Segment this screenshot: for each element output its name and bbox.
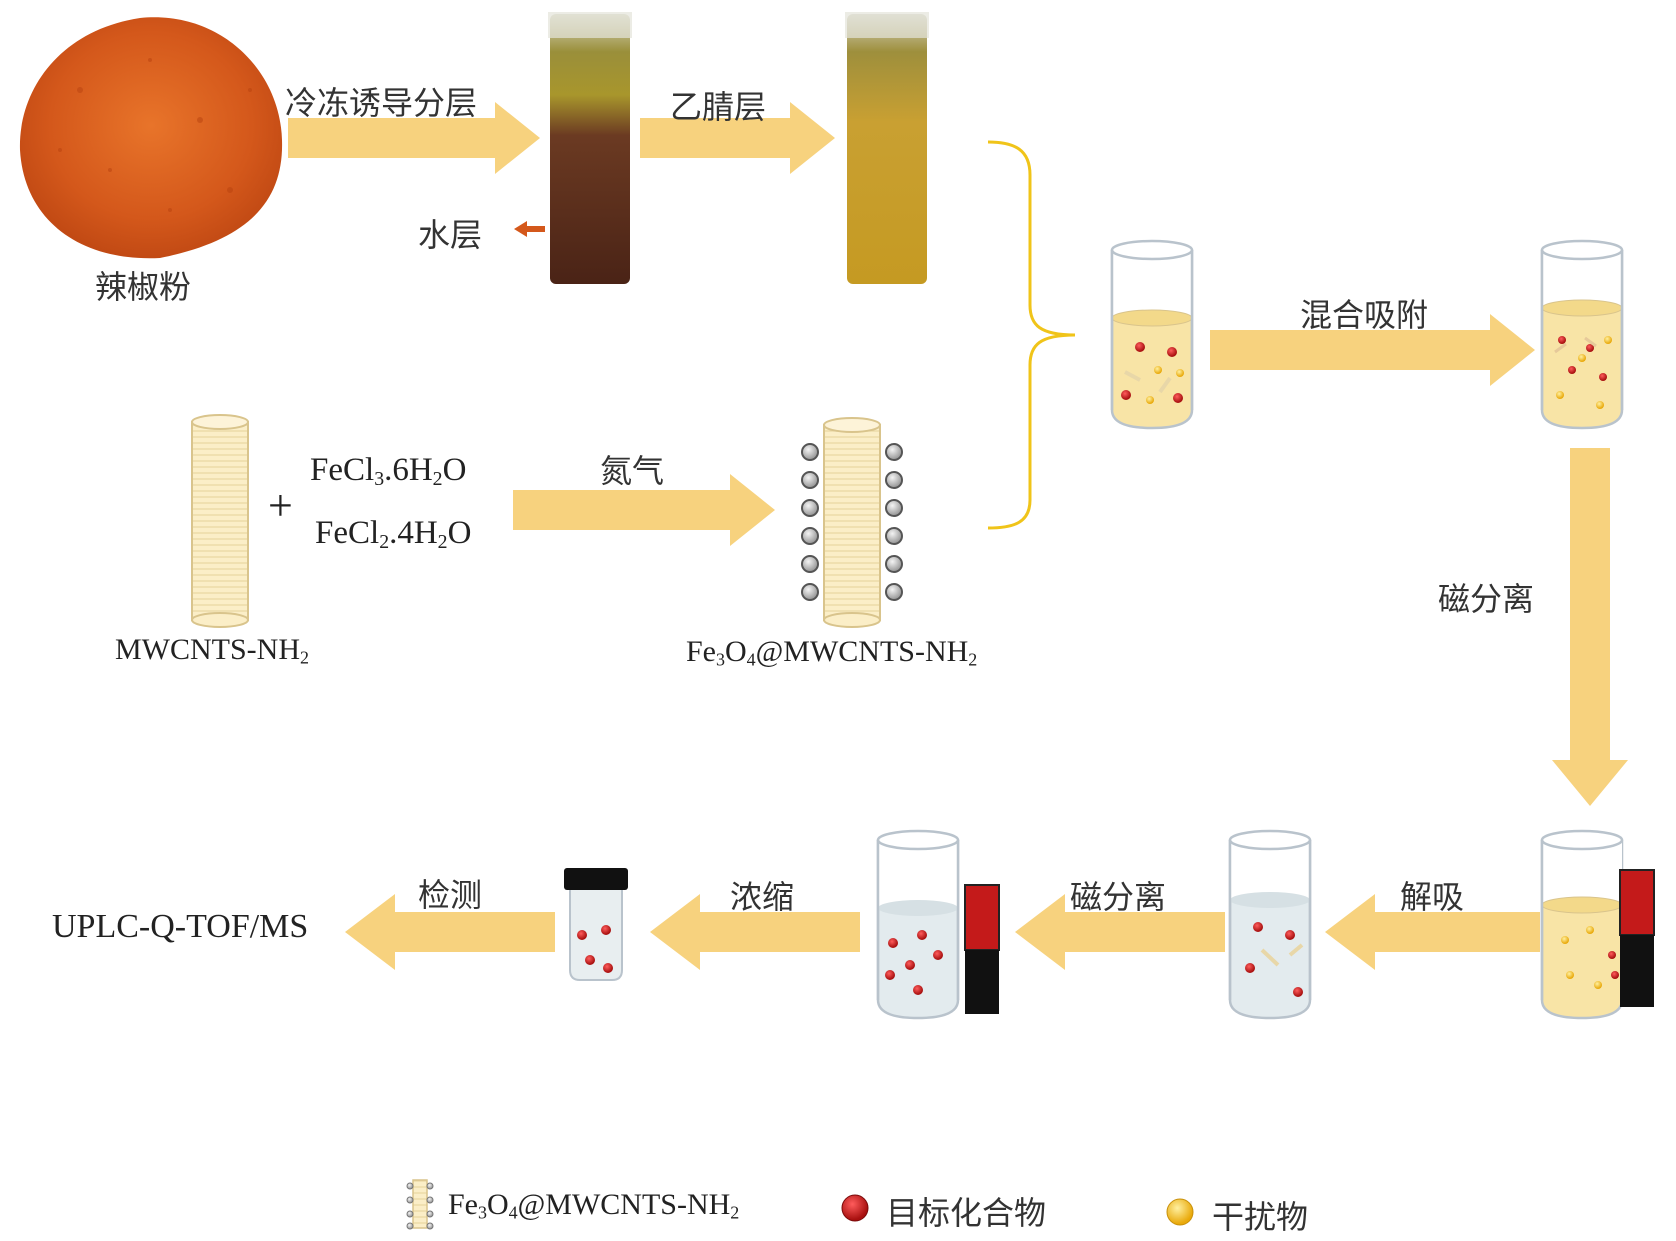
label-mag-sep-1: 磁分离: [1438, 580, 1535, 618]
label-reagent-fecl3: FeCl3.6H2O: [310, 452, 467, 490]
label-acetonitrile: 乙腈层: [670, 88, 767, 126]
legend-composite-icon: [406, 1179, 434, 1230]
arrow-detect: [345, 894, 555, 970]
mwcnt-tube: [191, 414, 249, 628]
label-mix-adsorb: 混合吸附: [1300, 296, 1429, 334]
legend-interferent-label: 干扰物: [1212, 1198, 1309, 1236]
beaker-magnet-desorb: [1540, 829, 1655, 1020]
arrow-concentrate: [650, 894, 860, 970]
arrow-mag-sep-2: [1015, 894, 1225, 970]
magnet: [1619, 869, 1655, 936]
sample-vial: [564, 868, 628, 981]
fe3o4-mwcnt-composite: [801, 417, 903, 628]
label-freeze: 冷冻诱导分层: [285, 84, 478, 122]
magnet: [964, 884, 1000, 951]
legend-composite-label: Fe3O4@MWCNTS-NH2: [448, 1188, 740, 1223]
arrow-mag-sep-down: [1552, 448, 1628, 806]
arrow-mix-adsorb: [1210, 314, 1535, 386]
plus-sign: +: [268, 481, 293, 530]
beaker-magnet-separated: [876, 829, 1000, 1020]
merge-bracket: [987, 140, 1076, 530]
chili-powder-image: [19, 17, 283, 259]
label-mwcnts-nh2: MWCNTS-NH2: [115, 633, 309, 668]
legend-target-label: 目标化合物: [886, 1194, 1047, 1232]
acetonitrile-tube-photo: [847, 14, 927, 284]
arrow-water-layer: [514, 221, 545, 237]
beaker-mixture: [1110, 239, 1194, 430]
label-nitrogen: 氮气: [600, 452, 665, 490]
arrow-freeze: [288, 102, 540, 174]
layered-tube-photo: [550, 14, 630, 284]
label-instrument: UPLC-Q-TOF/MS: [52, 908, 309, 945]
label-pepper: 辣椒粉: [95, 268, 192, 306]
arrow-desorb: [1325, 894, 1540, 970]
legend-interferent-icon: [1166, 1198, 1194, 1226]
label-fe3o4-mwcnts-nh2: Fe3O4@MWCNTS-NH2: [686, 635, 978, 670]
label-water-layer: 水层: [418, 216, 483, 254]
label-detect: 检测: [418, 876, 483, 914]
legend-target-icon: [841, 1194, 869, 1222]
label-reagent-fecl2: FeCl2.4H2O: [315, 515, 472, 553]
label-mag-sep-2: 磁分离: [1070, 878, 1167, 916]
beaker-adsorbed: [1540, 239, 1624, 430]
arrow-nitrogen: [513, 474, 775, 546]
beaker-desorbed: [1228, 829, 1312, 1020]
label-desorb: 解吸: [1400, 878, 1465, 916]
label-concentrate: 浓缩: [730, 878, 795, 916]
arrow-acetonitrile: [640, 102, 835, 174]
